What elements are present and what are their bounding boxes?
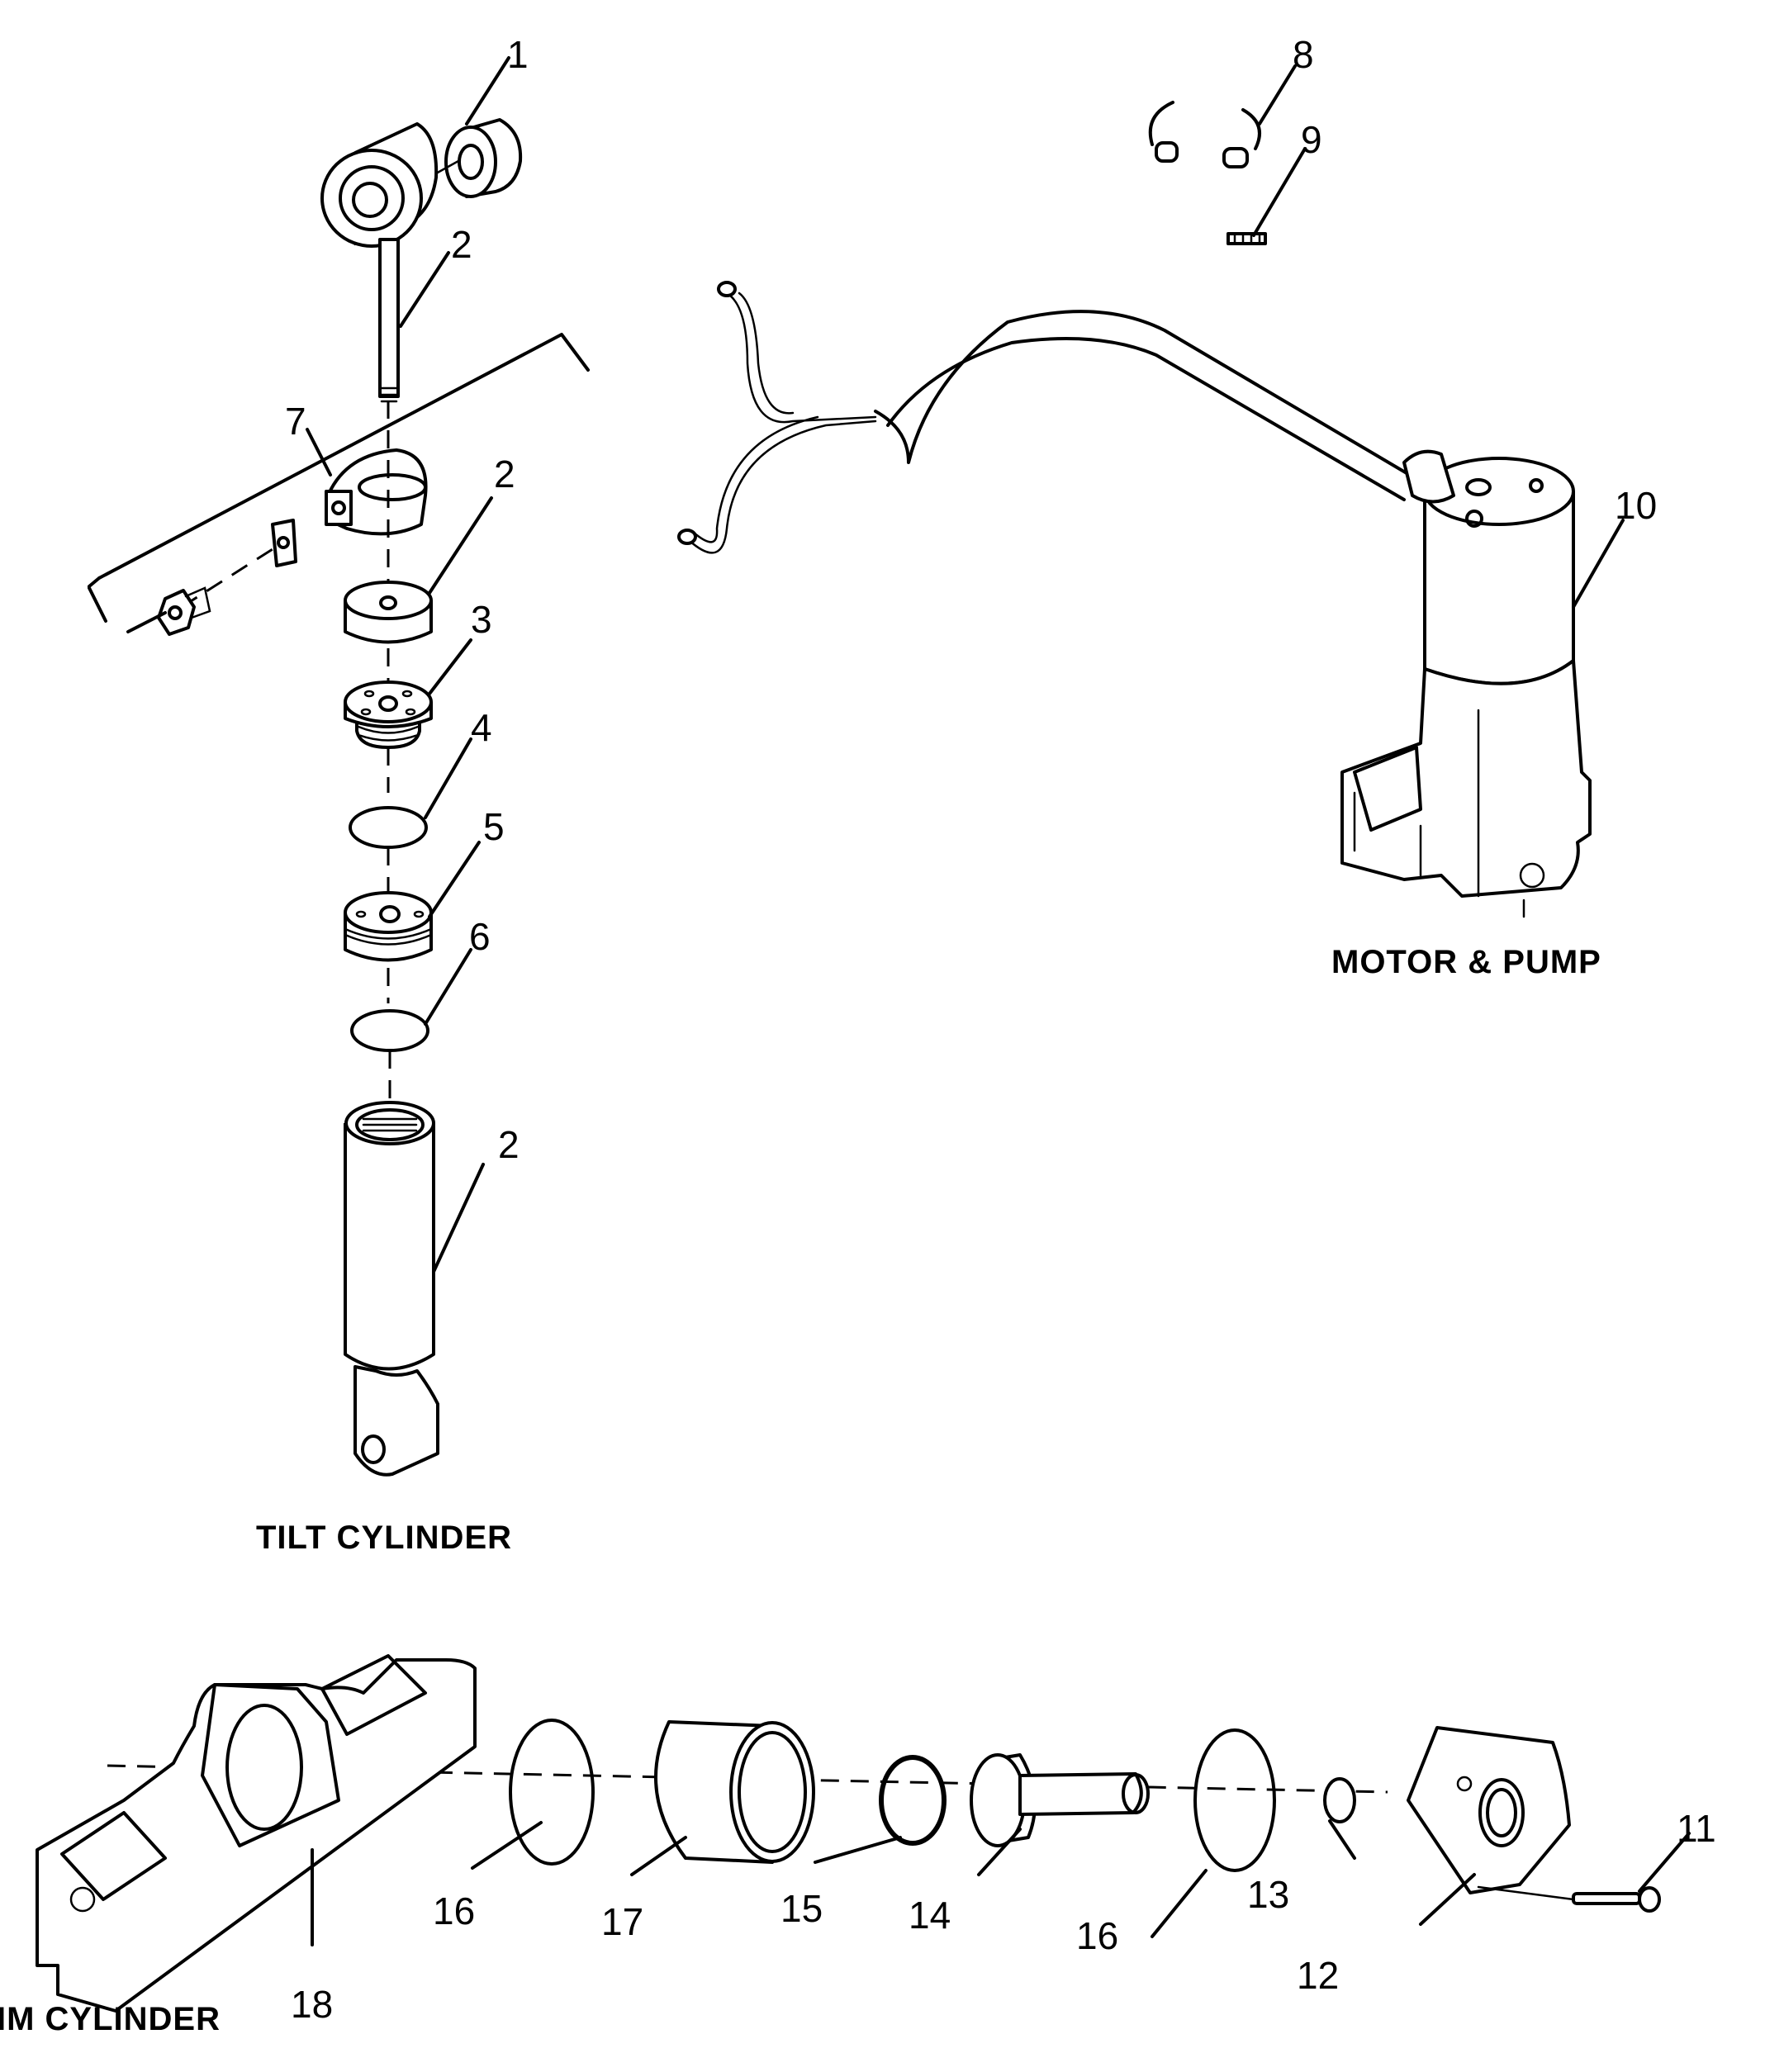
part-9-spring (1226, 232, 1267, 245)
callout-11: 11 (1677, 1807, 1716, 1850)
part-11-screw (1477, 1885, 1661, 1913)
callout-7: 7 (285, 400, 306, 443)
part-2-disc (344, 581, 433, 685)
callout-13: 13 (1247, 1873, 1289, 1916)
callout-17: 17 (601, 1900, 643, 1943)
part-16-o-ring-b (1193, 1728, 1276, 1872)
part-17-sleeve (654, 1720, 815, 1864)
part-8-wire-clips (1148, 101, 1261, 168)
callout-14: 14 (909, 1894, 951, 1937)
callout-numbers: 1 2 7 2 3 4 5 6 2 8 9 10 11 12 13 14 16 … (285, 33, 1716, 2026)
caption-tilt-cylinder: TILT CYLINDER (256, 1520, 512, 1556)
callout-10: 10 (1615, 484, 1657, 527)
callout-2-rod: 2 (451, 223, 472, 266)
part-16-o-ring-a (509, 1719, 595, 1866)
callout-2-disc: 2 (494, 453, 515, 495)
part-13-check-ball (1323, 1777, 1356, 1823)
callout-12: 12 (1297, 1954, 1339, 1997)
callout-9: 9 (1301, 118, 1322, 161)
leader-lines (306, 56, 1691, 1946)
callout-5: 5 (483, 805, 505, 848)
callout-1: 1 (507, 33, 529, 76)
callout-15: 15 (780, 1887, 823, 1930)
callout-2-body: 2 (498, 1123, 520, 1166)
part-1-bushing (444, 118, 523, 198)
part-15-backup-ring (879, 1755, 947, 1846)
callout-3: 3 (471, 598, 492, 641)
part-10-motor-pump (1340, 449, 1592, 918)
caption-motor-pump: MOTOR & PUMP (1331, 944, 1601, 980)
part-2-rod-end (320, 122, 460, 403)
tilt-cylinder-assembly (88, 118, 590, 1477)
motor-pump-assembly (677, 101, 1592, 918)
wire-harness (677, 281, 1418, 554)
callout-4: 4 (471, 706, 492, 749)
part-2-cylinder-body (344, 1101, 439, 1477)
trim-cylinder-assembly (36, 1654, 1661, 2013)
callout-16-b: 16 (1076, 1914, 1118, 1957)
callout-6: 6 (469, 915, 491, 958)
part-18-housing (36, 1654, 477, 2013)
part-5-piston (344, 891, 433, 1003)
part-3-gland (344, 680, 433, 793)
callout-16-a: 16 (433, 1889, 475, 1932)
part-7-clamp (126, 401, 428, 636)
part-14-piston-rod (970, 1753, 1150, 1847)
part-6-o-ring (350, 1009, 429, 1052)
caption-trim-cylinder: IM CYLINDER (0, 2001, 221, 2037)
callout-18: 18 (291, 1983, 333, 2026)
callout-8: 8 (1293, 33, 1314, 76)
part-4-o-ring (349, 806, 428, 849)
bracket-line (97, 333, 590, 580)
part-12-end-cap (1407, 1726, 1571, 1894)
